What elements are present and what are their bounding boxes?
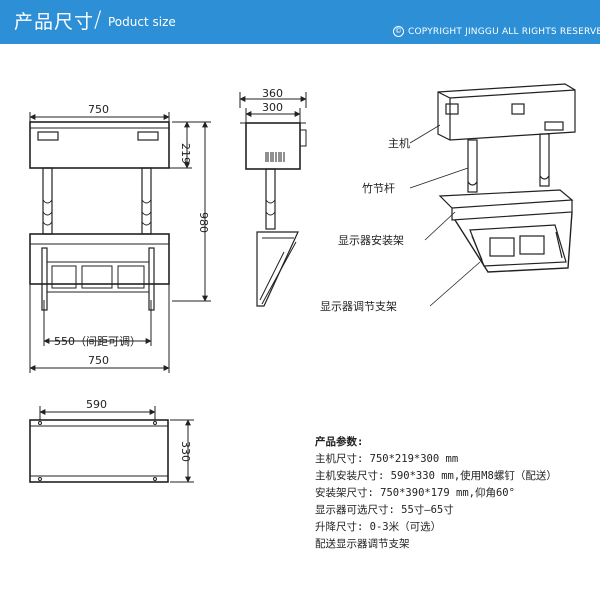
front-bottom-width: 750 <box>88 354 109 367</box>
page-title: 产品尺寸 <box>14 11 95 33</box>
top-width: 590 <box>86 398 107 411</box>
title-separator: / <box>94 8 102 33</box>
param-line: 配送显示器调节支架 <box>315 538 410 550</box>
param-line: 主机尺寸: 750*219*300 mm <box>315 453 459 465</box>
front-spacing: 550（间距可调） <box>54 335 141 348</box>
header-bar: 产品尺寸 / Poduct size © COPYRIGHT JINGGU ALL… <box>0 0 600 44</box>
product-params: 产品参数: 主机尺寸: 750*219*300 mm 主机安装尺寸: 590*3… <box>315 434 585 553</box>
param-line: 显示器可选尺寸: 55寸—65寸 <box>315 504 454 516</box>
callout-bracket: 显示器调节支架 <box>320 300 397 313</box>
top-depth: 330 <box>179 441 192 462</box>
front-top-width: 750 <box>88 103 109 116</box>
param-line: 主机安装尺寸: 590*330 mm,使用M8螺钉（配送） <box>315 470 557 482</box>
side-inner-width: 300 <box>262 101 283 114</box>
copyright-notice: © COPYRIGHT JINGGU ALL RIGHTS RESERVED <box>393 26 600 37</box>
side-view <box>239 92 307 307</box>
top-view <box>29 406 194 483</box>
front-host-height: 219 <box>179 143 192 164</box>
side-outer-width: 360 <box>262 87 283 100</box>
callout-lines <box>409 124 481 307</box>
copyright-text: COPYRIGHT JINGGU ALL RIGHTS RESERVED <box>408 27 600 37</box>
front-total-height: 980 <box>197 212 210 233</box>
front-view <box>29 112 211 373</box>
params-title: 产品参数: <box>315 436 364 448</box>
param-line: 升降尺寸: 0-3米（可选） <box>315 521 442 533</box>
callout-mount: 显示器安装架 <box>338 233 404 247</box>
callout-host: 主机 <box>388 136 410 150</box>
isometric-view <box>437 83 576 273</box>
copyright-icon: © <box>393 26 404 37</box>
callout-pole: 竹节杆 <box>362 181 395 195</box>
page-subtitle: Poduct size <box>108 15 176 29</box>
param-line: 安装架尺寸: 750*390*179 mm,仰角60° <box>315 487 515 499</box>
